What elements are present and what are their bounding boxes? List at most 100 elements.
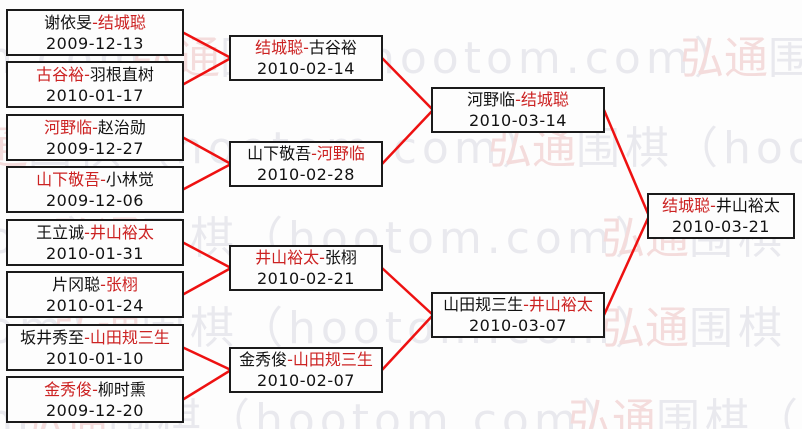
player-name: 古谷裕 [36,64,85,84]
match-box: 山下敬吾-小林觉 2009-12-06 [6,166,184,213]
match-players: 山下敬吾-小林觉 [36,169,154,190]
bracket-line [381,267,434,316]
name-separator: - [84,327,90,347]
match-box: 结城聪-古谷裕 2010-02-14 [229,35,383,81]
match-box: 片冈聪-张栩 2010-01-24 [6,271,184,318]
player-name: 山田规三生 [89,327,170,347]
match-players: 山下敬吾-河野临 [247,143,365,164]
watermark-brand-cn: 弘通 [568,395,656,429]
name-separator: - [303,38,309,57]
player-name: 金秀俊 [44,379,93,399]
match-box: 谢依旻-结城聪 2009-12-13 [6,9,184,56]
name-separator: - [100,274,106,294]
match-box: 坂井秀至-山田规三生 2010-01-10 [6,324,184,371]
match-date: 2010-02-28 [257,165,355,184]
match-date: 2010-03-07 [469,316,567,335]
match-date: 2009-12-20 [46,400,144,420]
player-name: 山下敬吾 [247,144,312,163]
name-separator: - [515,90,521,109]
player-name: 结城聪 [662,196,711,215]
match-players: 王立诚-井山裕太 [36,222,154,243]
player-name: 河野临 [316,144,365,163]
match-box: 金秀俊-山田规三生 2010-02-07 [229,347,383,393]
match-box: 结城聪-井山裕太 2010-03-21 [647,193,795,239]
player-name: 柳时熏 [97,379,146,399]
match-players: 坂井秀至-山田规三生 [20,327,170,348]
name-separator: - [319,248,325,267]
match-box: 山田规三生-井山裕太 2010-03-07 [431,292,605,338]
bracket-line [182,368,232,401]
match-date: 2010-01-10 [46,348,144,368]
match-box: 金秀俊-柳时熏 2009-12-20 [6,376,184,423]
match-date: 2010-02-07 [257,371,355,390]
match-box: 河野临-赵治勋 2009-12-27 [6,114,184,161]
name-separator: - [287,350,293,369]
match-players: 井山裕太-张栩 [255,247,357,268]
watermark-brand-rest: 围棋（hootom.com） [689,303,802,354]
player-name: 小林觉 [105,169,154,189]
match-date: 2010-02-21 [257,269,355,288]
match-date: 2009-12-13 [46,33,144,53]
player-name: 结城聪 [97,12,146,32]
bracket-line [182,162,232,191]
match-date: 2009-12-06 [46,190,144,210]
match-players: 结城聪-古谷裕 [255,37,357,58]
watermark-brand-rest: 围棋（hootom.com） [108,395,631,429]
watermark-tile: 弘通围棋（hootom.com） [680,22,802,86]
match-players: 金秀俊-山田规三生 [239,349,373,370]
match-date: 2010-01-24 [46,295,144,315]
match-date: 2009-12-27 [46,138,144,158]
player-name: 山田规三生 [443,295,524,314]
match-players: 河野临-赵治勋 [44,117,146,138]
watermark-brand-rest: 围棋（hootom.com） [141,213,664,264]
bracket-line [182,241,232,270]
match-box: 井山裕太-张栩 2010-02-21 [229,245,383,291]
match-box: 河野临-结城聪 2010-03-14 [431,87,605,133]
match-box: 王立诚-井山裕太 2010-01-31 [6,219,184,266]
name-separator: - [92,379,98,399]
match-date: 2010-02-14 [257,59,355,78]
name-separator: - [311,144,317,163]
match-players: 河野临-结城聪 [467,89,569,110]
watermark-brand-cn: 弘通 [601,303,689,354]
player-name: 羽根直树 [89,64,154,84]
player-name: 河野临 [467,90,516,109]
player-name: 古谷裕 [308,38,357,57]
player-name: 结城聪 [520,90,569,109]
bracket-line [182,346,232,372]
player-name: 坂井秀至 [20,327,85,347]
player-name: 山下敬吾 [36,169,101,189]
name-separator: - [710,196,716,215]
match-date: 2010-01-17 [46,85,144,105]
player-name: 井山裕太 [528,295,593,314]
player-name: 结城聪 [255,38,304,57]
name-separator: - [523,295,529,314]
match-box: 古谷裕-羽根直树 2010-01-17 [6,61,184,108]
watermark-brand-cn: 弘通 [680,33,768,84]
bracket-line [602,109,651,217]
player-name: 赵治勋 [97,117,146,137]
name-separator: - [92,117,98,137]
watermark-brand-rest: 围棋（hootom.com） [656,395,802,429]
match-players: 谢依旻-结城聪 [44,12,146,33]
watermark-brand-rest: 围棋（hootom.com） [576,123,802,174]
player-name: 河野临 [44,117,93,137]
match-players: 片冈聪-张栩 [52,274,138,295]
bracket-line [602,215,651,316]
bracket-line [182,136,232,166]
match-box: 山下敬吾-河野临 2010-02-28 [229,141,383,187]
bracket-line [182,31,232,60]
name-separator: - [100,169,106,189]
match-players: 山田规三生-井山裕太 [443,294,593,315]
match-date: 2010-03-21 [672,217,770,236]
player-name: 山田规三生 [292,350,373,369]
watermark-brand-rest: 围棋（hootom.com） [768,33,802,84]
player-name: 王立诚 [36,222,85,242]
watermark-tile: 弘通围棋（hootom.com） [601,292,802,356]
bracket-line [182,266,232,296]
match-date: 2010-01-31 [46,243,144,263]
bracket-line [381,57,434,111]
player-name: 谢依旻 [44,12,93,32]
player-name: 金秀俊 [239,350,288,369]
